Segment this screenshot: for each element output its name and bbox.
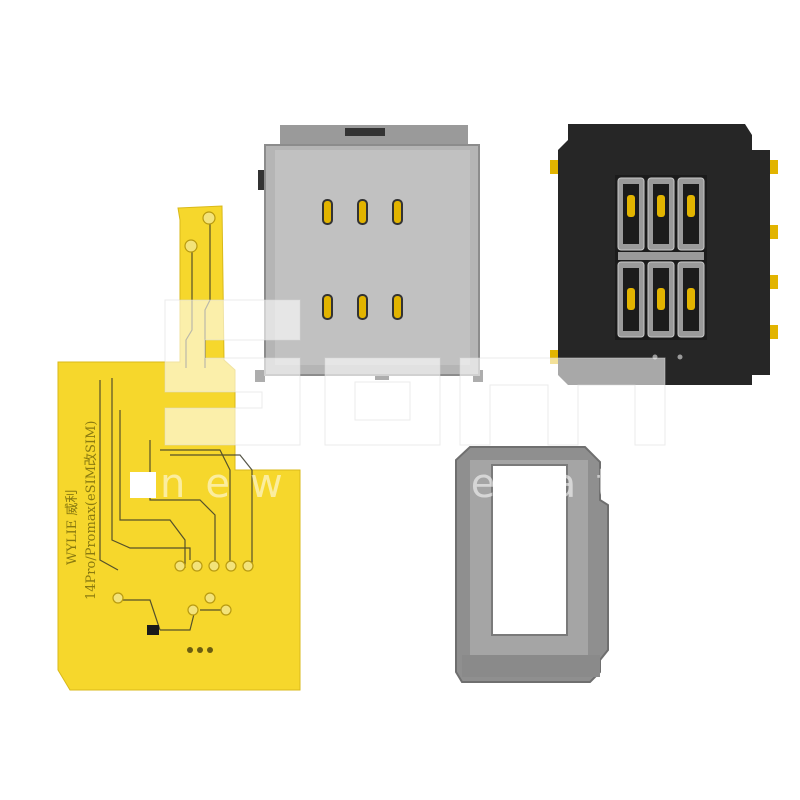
board-model-label: 14Pro/Promax(eSIM改SIM) [84, 421, 99, 600]
watermark-tagline: new generation [160, 461, 753, 507]
black-connector-contacts [617, 177, 705, 338]
flex-pcb-board: WYLIE 威利 14Pro/Promax(eSIM改SIM) [57, 205, 301, 691]
pcb-chip [147, 625, 159, 635]
board-brand-label: WYLIE 威利 [65, 490, 80, 565]
sim-connector-contacts [322, 199, 403, 320]
sim-connector-top [255, 125, 483, 382]
sim-connector-bottom [550, 124, 778, 385]
watermark-logo [164, 299, 666, 446]
pcb-dots [187, 647, 213, 653]
pcb-pads [112, 211, 254, 616]
pcb-window [130, 472, 156, 498]
watermark: new generation [160, 299, 753, 507]
sim-tray [455, 446, 609, 683]
